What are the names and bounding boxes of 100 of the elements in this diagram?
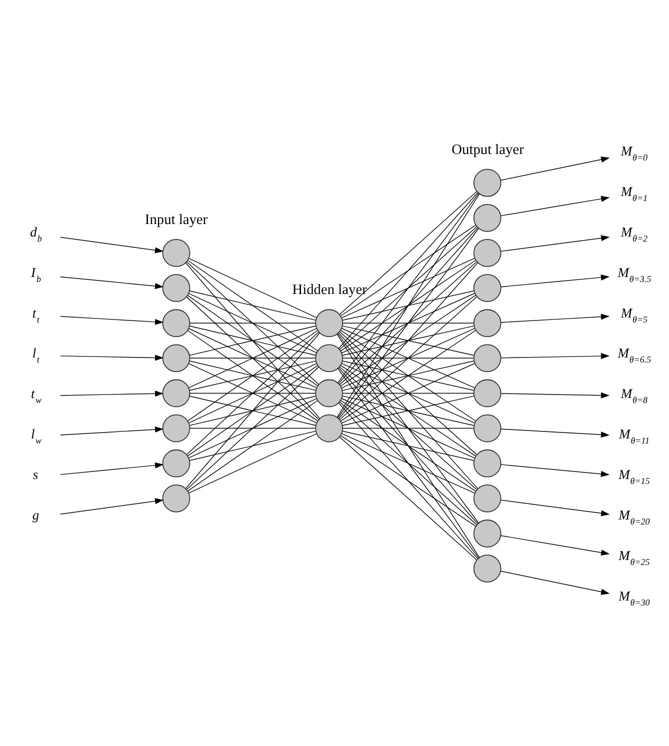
- node-text: M$_{θ=2}$: [620, 224, 648, 244]
- connector: [337, 368, 479, 558]
- connector: [340, 400, 476, 492]
- node-circle: [162, 379, 190, 408]
- connector: [186, 296, 320, 420]
- connector: [341, 258, 475, 318]
- connector: [342, 326, 474, 356]
- connector: [188, 258, 317, 318]
- node-text: I$_{b}$: [31, 264, 41, 284]
- node-text: M$_{θ=25}$: [618, 548, 650, 568]
- node-circle: [162, 449, 190, 478]
- node-circle: [162, 274, 190, 302]
- node-circle: [162, 309, 190, 338]
- node-circle: [473, 309, 502, 338]
- node-text: l$_{t}$: [32, 346, 40, 365]
- connector: [340, 224, 476, 316]
- arrow: [60, 390, 164, 397]
- node-text: M$_{θ=5}$: [620, 305, 648, 324]
- node-text: g: [32, 508, 40, 523]
- node-circle: [315, 414, 344, 442]
- connector: [339, 226, 477, 350]
- node-text: s: [32, 467, 38, 482]
- arrow: [60, 236, 164, 254]
- connector: [189, 358, 316, 359]
- connector: [339, 436, 477, 560]
- node-circle: [473, 168, 502, 197]
- node-circle: [315, 309, 344, 338]
- connector: [342, 396, 474, 426]
- arrow: [60, 426, 164, 436]
- arrow: [500, 392, 610, 398]
- node-circle: [473, 344, 502, 372]
- node-text: M$_{θ=20}$: [618, 508, 650, 527]
- connector: [186, 366, 320, 490]
- arrow: [500, 196, 610, 216]
- arrow: [60, 498, 164, 514]
- connector: [339, 296, 477, 420]
- node-text: d$_{b}$: [30, 224, 42, 244]
- arrow: [500, 570, 610, 595]
- connector: [339, 191, 477, 315]
- connector: [337, 228, 479, 418]
- connector: [188, 293, 317, 354]
- connector: [336, 334, 480, 558]
- connector: [341, 293, 475, 354]
- node-circle: [315, 344, 344, 372]
- connector: [189, 290, 316, 321]
- node-text: M$_{θ=6.5}$: [618, 346, 652, 365]
- arrow: [60, 276, 164, 290]
- arrow: [60, 354, 164, 361]
- connector: [187, 400, 318, 492]
- connector: [342, 392, 474, 394]
- node-text: M$_{θ=8}$: [620, 386, 648, 406]
- connector: [338, 192, 478, 349]
- arrow: [500, 464, 610, 477]
- connector: [189, 326, 316, 356]
- node-text: M$_{θ=0}$: [620, 143, 648, 162]
- node-circle: [473, 379, 502, 408]
- connector: [339, 401, 477, 526]
- node-circle: [473, 520, 502, 548]
- label: Input layer: [144, 212, 208, 228]
- connector: [189, 430, 316, 461]
- connector: [189, 322, 316, 324]
- connector: [337, 192, 479, 384]
- connector: [341, 363, 475, 424]
- label: Hidden layer: [292, 282, 367, 298]
- arrow: [500, 235, 610, 252]
- connector: [338, 367, 478, 524]
- connector: [187, 365, 318, 456]
- connector: [189, 428, 316, 429]
- connector: [342, 322, 474, 324]
- node-circle: [315, 379, 344, 408]
- node-text: t$_{t}$: [32, 305, 40, 324]
- node-text: M$_{θ=30}$: [618, 588, 650, 608]
- node-circle: [162, 239, 190, 267]
- connector: [339, 261, 477, 386]
- arrow: [500, 314, 610, 323]
- node-circle: [473, 274, 502, 302]
- connector: [189, 396, 316, 426]
- arrow: [500, 500, 610, 516]
- connector: [187, 260, 318, 351]
- connector: [341, 433, 475, 494]
- connector: [187, 330, 318, 422]
- node-circle: [473, 239, 502, 267]
- connector: [342, 290, 474, 321]
- connector: [341, 398, 475, 458]
- connector: [186, 261, 320, 385]
- node-text: M$_{θ=3.5}$: [618, 264, 652, 284]
- node-circle: [473, 484, 502, 512]
- connector: [188, 433, 317, 494]
- connector: [341, 328, 475, 388]
- node-circle: [162, 484, 190, 512]
- node-circle: [473, 414, 502, 442]
- connector: [339, 366, 477, 490]
- node-text: t$_{w}$: [31, 386, 42, 406]
- node-text: M$_{θ=15}$: [618, 467, 650, 486]
- connector: [338, 402, 478, 560]
- node-circle: [473, 554, 502, 582]
- arrow: [500, 428, 610, 438]
- connector: [342, 358, 474, 359]
- connector: [189, 392, 316, 394]
- node-circle: [162, 414, 190, 442]
